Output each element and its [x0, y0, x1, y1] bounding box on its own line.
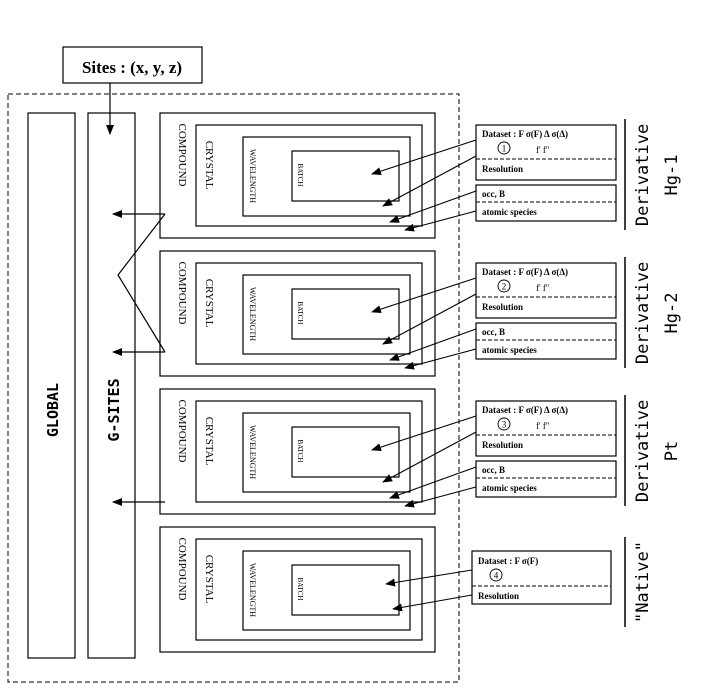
batch-box [291, 564, 400, 616]
dataset-number-circle [497, 417, 511, 431]
atomic-species-label: atomic species [482, 483, 537, 493]
compound-block: COMPOUND CRYSTAL WAVELENGTH BATCH [159, 526, 436, 653]
fprime-line: f' f'' [536, 421, 549, 431]
batch-box [291, 288, 400, 340]
link-arrow [371, 415, 477, 452]
dataset-panel: Dataset : F σ(F) Δ σ(Δ) 3 f' f'' Resolution… [371, 400, 617, 508]
crystal-label: CRYSTAL [203, 417, 215, 466]
wavelength-box [242, 550, 411, 631]
wavelength-label: WAVELENGTH [248, 149, 257, 203]
side-label-name: Hg-2 [662, 293, 682, 334]
atomic-species-label: atomic species [482, 207, 537, 217]
link-arrow [382, 293, 477, 345]
crystal-label: CRYSTAL [203, 141, 215, 190]
link-arrow [392, 594, 473, 612]
wavelength-label: WAVELENGTH [248, 425, 257, 479]
wavelength-box [242, 136, 411, 217]
compound-box [159, 250, 436, 377]
link-arrow [382, 155, 477, 207]
batch-label: BATCH [296, 164, 304, 187]
dataset-number-circle [489, 568, 503, 582]
compound-box [159, 526, 436, 653]
compound-label: COMPOUND [176, 400, 188, 463]
dataset-panel: Dataset : F σ(F) Δ σ(Δ) 1 f' f'' Resolution… [371, 124, 617, 232]
sites-box: Sites : (x, y, z) [62, 46, 203, 84]
compound-box [159, 388, 436, 515]
side-label-name: Pt [662, 441, 682, 461]
dataset-panel: Dataset : F σ(F) Δ σ(Δ) 2 f' f'' Resolution… [371, 262, 617, 370]
resolution-label: Resolution [478, 591, 519, 601]
link-arrow [371, 139, 477, 176]
dataset-line: Dataset : F σ(F) Δ σ(Δ) [482, 405, 568, 415]
compound-label: COMPOUND [176, 262, 188, 325]
link-arrow [371, 277, 477, 314]
gsites-connectors [112, 210, 166, 506]
wavelength-box [242, 274, 411, 355]
occ-b-label: occ, B [482, 327, 505, 337]
gsites-label: G-SITES [105, 378, 123, 441]
global-label: GLOBAL [44, 383, 62, 437]
dataset-number: 4 [494, 571, 499, 581]
dataset-line: Dataset : F σ(F) [478, 556, 538, 566]
side-label-type: Derivative [633, 124, 653, 226]
link-arrow [404, 486, 477, 508]
dataset-number: 3 [502, 420, 507, 430]
occ-b-label: occ, B [482, 189, 505, 199]
atomic-species-label: atomic species [482, 345, 537, 355]
link-arrow [404, 210, 477, 232]
side-label-name: Hg-1 [662, 155, 682, 196]
compound-block: COMPOUND CRYSTAL WAVELENGTH BATCH [159, 112, 436, 239]
link-arrow [404, 348, 477, 370]
compound-label: COMPOUND [176, 538, 188, 601]
crystal-label: CRYSTAL [203, 555, 215, 604]
side-label-type: Derivative [633, 400, 653, 502]
compound-label: COMPOUND [176, 124, 188, 187]
crystal-box [195, 262, 423, 365]
batch-label: BATCH [296, 578, 304, 601]
compound-block: COMPOUND CRYSTAL WAVELENGTH BATCH [159, 250, 436, 377]
sites-label: Sites : (x, y, z) [82, 58, 182, 77]
dataset-number: 2 [502, 282, 507, 292]
resolution-label: Resolution [482, 302, 523, 312]
batch-box [291, 426, 400, 478]
resolution-label: Resolution [482, 440, 523, 450]
wavelength-box [242, 412, 411, 493]
side-label-type: Derivative [633, 262, 653, 364]
batch-box [291, 150, 400, 202]
occ-b-label: occ, B [482, 465, 505, 475]
compound-block: COMPOUND CRYSTAL WAVELENGTH BATCH [159, 388, 436, 515]
side-label-type: "Native" [633, 541, 653, 623]
crystal-box [195, 124, 423, 227]
link-arrow [389, 328, 477, 361]
crystal-box [195, 538, 423, 641]
link-arrow [382, 431, 477, 483]
fprime-line: f' f'' [536, 283, 549, 293]
batch-label: BATCH [296, 440, 304, 463]
crystal-box [195, 400, 423, 503]
resolution-label: Resolution [482, 164, 523, 174]
dataset-number-circle [497, 141, 511, 155]
wavelength-label: WAVELENGTH [248, 563, 257, 617]
link-arrow [385, 569, 473, 587]
dataset-number: 1 [502, 144, 507, 154]
compound-box [159, 112, 436, 239]
dataset-number-circle [497, 279, 511, 293]
dashed-region [7, 93, 460, 683]
wavelength-label: WAVELENGTH [248, 287, 257, 341]
global-column: GLOBAL [27, 112, 76, 659]
batch-label: BATCH [296, 302, 304, 325]
crystal-label: CRYSTAL [203, 279, 215, 328]
link-arrow [389, 466, 477, 499]
link-arrow [389, 190, 477, 223]
fprime-line: f' f'' [536, 145, 549, 155]
dataset-line: Dataset : F σ(F) Δ σ(Δ) [482, 267, 568, 277]
gsites-column: G-SITES [87, 112, 136, 659]
dataset-line: Dataset : F σ(F) Δ σ(Δ) [482, 129, 568, 139]
